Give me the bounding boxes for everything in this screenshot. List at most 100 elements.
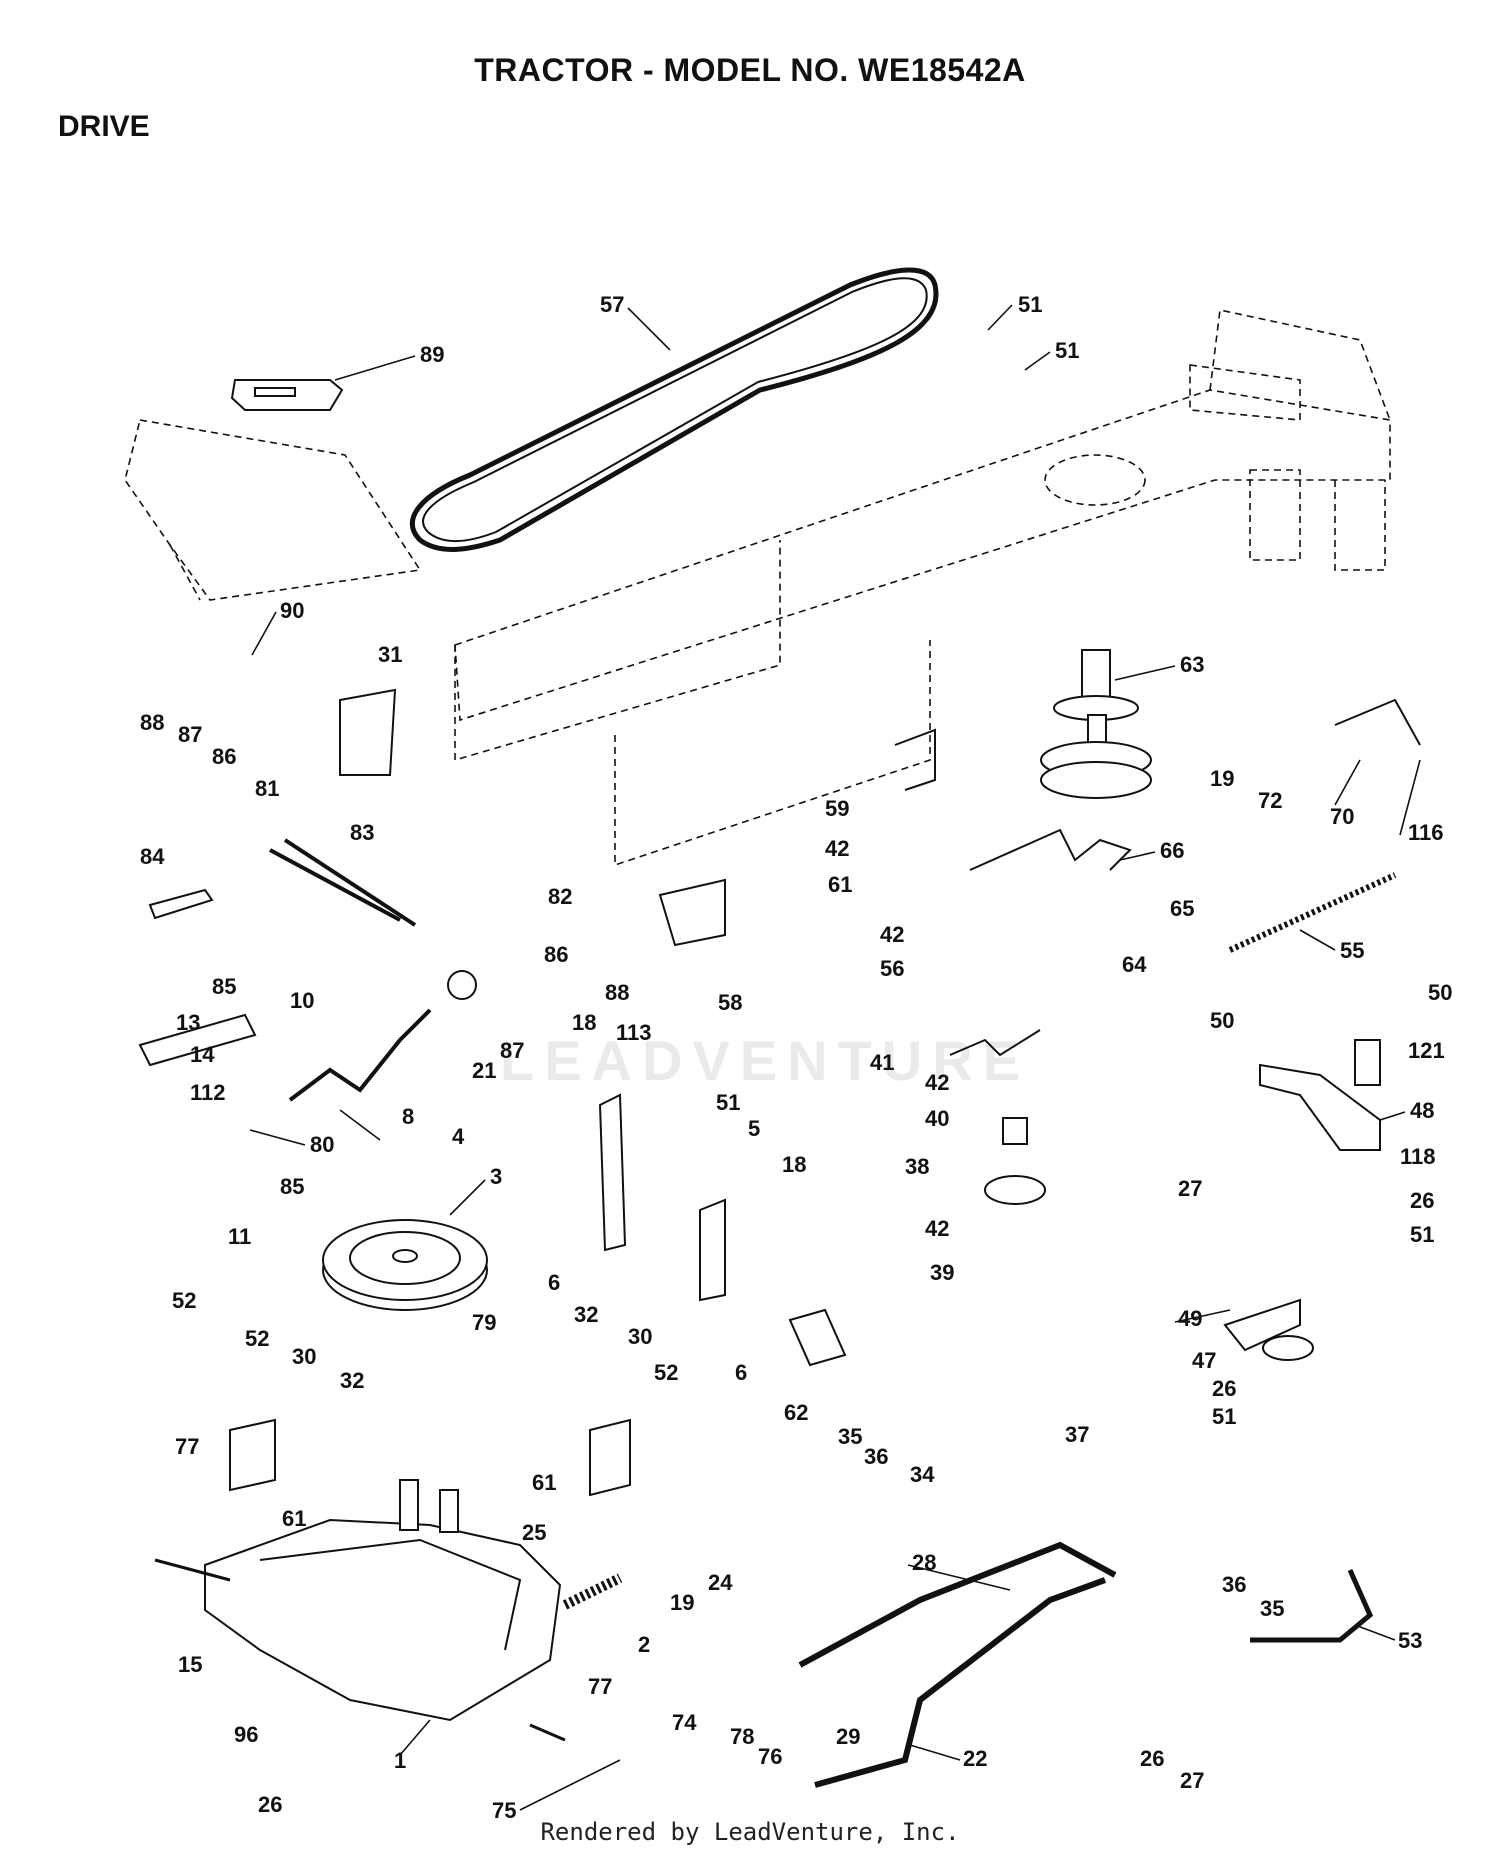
callout-84: 84 <box>140 844 165 869</box>
callout-61: 61 <box>828 872 852 897</box>
callout-24: 24 <box>708 1570 733 1595</box>
callout-42: 42 <box>880 922 904 947</box>
callout-87: 87 <box>178 722 202 747</box>
page-title: TRACTOR - MODEL NO. WE18542A <box>474 52 1026 88</box>
callout-51: 51 <box>716 1090 740 1115</box>
callout-34: 34 <box>910 1462 935 1487</box>
callout-37: 37 <box>1065 1422 1089 1447</box>
callout-118: 118 <box>1400 1144 1436 1169</box>
callout-89: 89 <box>420 342 444 367</box>
bracket-66 <box>969 828 1132 871</box>
callout-40: 40 <box>925 1106 949 1131</box>
callout-80: 80 <box>310 1132 334 1157</box>
bracket-41 <box>949 1029 1041 1057</box>
callout-59: 59 <box>825 796 849 821</box>
callout-96: 96 <box>234 1722 258 1747</box>
callout-35: 35 <box>838 1424 862 1449</box>
callout-55: 55 <box>1340 938 1364 963</box>
callout-87: 87 <box>500 1038 524 1063</box>
callout-62: 62 <box>784 1400 808 1425</box>
callout-64: 64 <box>1122 952 1147 977</box>
callout-74: 74 <box>672 1710 697 1735</box>
callout-90: 90 <box>280 598 304 623</box>
callout-36: 36 <box>1222 1572 1246 1597</box>
callout-15: 15 <box>178 1652 202 1677</box>
callout-65: 65 <box>1170 896 1194 921</box>
frame-outline <box>454 309 1391 867</box>
callout-51: 51 <box>1212 1404 1236 1429</box>
bracket-59 <box>894 728 936 791</box>
callout-35: 35 <box>1260 1596 1284 1621</box>
callout-41: 41 <box>870 1050 894 1075</box>
callout-78: 78 <box>730 1724 754 1749</box>
callout-77: 77 <box>588 1674 612 1699</box>
callout-57: 57 <box>600 292 624 317</box>
callout-18: 18 <box>572 1010 596 1035</box>
callout-61: 61 <box>282 1506 306 1531</box>
callout-81: 81 <box>255 776 279 801</box>
callout-86: 86 <box>544 942 568 967</box>
callout-30: 30 <box>292 1344 316 1369</box>
callout-38: 38 <box>905 1154 929 1179</box>
callout-3: 3 <box>490 1164 502 1189</box>
callout-42: 42 <box>825 836 849 861</box>
callout-26: 26 <box>258 1792 282 1817</box>
callout-85: 85 <box>280 1174 304 1199</box>
watermark-text: LEADVENTURE <box>500 1029 1030 1092</box>
callout-25: 25 <box>522 1520 546 1545</box>
callout-42: 42 <box>925 1216 949 1241</box>
callout-83: 83 <box>350 820 374 845</box>
cover-plate-89 <box>230 379 344 411</box>
pulley-3 <box>322 1219 488 1311</box>
callout-39: 39 <box>930 1260 954 1285</box>
callout-26: 26 <box>1410 1188 1434 1213</box>
callout-30: 30 <box>628 1324 652 1349</box>
callout-22: 22 <box>963 1746 987 1771</box>
callout-4: 4 <box>452 1124 465 1149</box>
callout-1: 1 <box>394 1748 406 1773</box>
callout-116: 116 <box>1408 820 1444 845</box>
callout-76: 76 <box>758 1744 782 1769</box>
footer-credit: Rendered by LeadVenture, Inc. <box>540 1818 960 1846</box>
pulley-47 <box>1262 1335 1314 1361</box>
callout-50: 50 <box>1428 980 1452 1005</box>
callout-52: 52 <box>654 1360 678 1385</box>
bushing-121 <box>1354 1039 1381 1086</box>
bracket-113 <box>598 1093 627 1252</box>
sleeve-62 <box>788 1308 847 1367</box>
callout-82: 82 <box>548 884 572 909</box>
callout-18: 18 <box>782 1152 806 1177</box>
spacer-40 <box>1002 1117 1028 1145</box>
bracket-31 <box>339 688 397 776</box>
hood-outline <box>124 419 422 601</box>
callout-61: 61 <box>532 1470 556 1495</box>
pulley-38 <box>984 1175 1046 1205</box>
callout-88: 88 <box>605 980 629 1005</box>
callout-26: 26 <box>1212 1376 1236 1401</box>
callout-21: 21 <box>472 1058 496 1083</box>
callout-121: 121 <box>1408 1038 1445 1063</box>
rod-28 <box>798 1541 1117 1668</box>
bracket-30-left <box>229 1418 276 1492</box>
callout-6: 6 <box>548 1270 560 1295</box>
callout-19: 19 <box>670 1590 694 1615</box>
callout-63: 63 <box>1180 652 1204 677</box>
rod-22 <box>814 1577 1107 1788</box>
callout-53: 53 <box>1398 1628 1422 1653</box>
bracket-30-right <box>589 1418 631 1497</box>
callout-51: 51 <box>1055 338 1079 363</box>
callout-72: 72 <box>1258 788 1282 813</box>
callout-75: 75 <box>492 1798 516 1823</box>
callout-26: 26 <box>1140 1746 1164 1771</box>
callout-8: 8 <box>402 1104 414 1129</box>
callout-77: 77 <box>175 1434 199 1459</box>
spring-55 <box>1228 872 1397 953</box>
callout-50: 50 <box>1210 1008 1234 1033</box>
callout-48: 48 <box>1410 1098 1434 1123</box>
callout-5: 5 <box>748 1116 760 1141</box>
bracket-58 <box>658 878 726 947</box>
callout-27: 27 <box>1178 1176 1202 1201</box>
callout-85: 85 <box>212 974 236 999</box>
callout-52: 52 <box>245 1326 269 1351</box>
